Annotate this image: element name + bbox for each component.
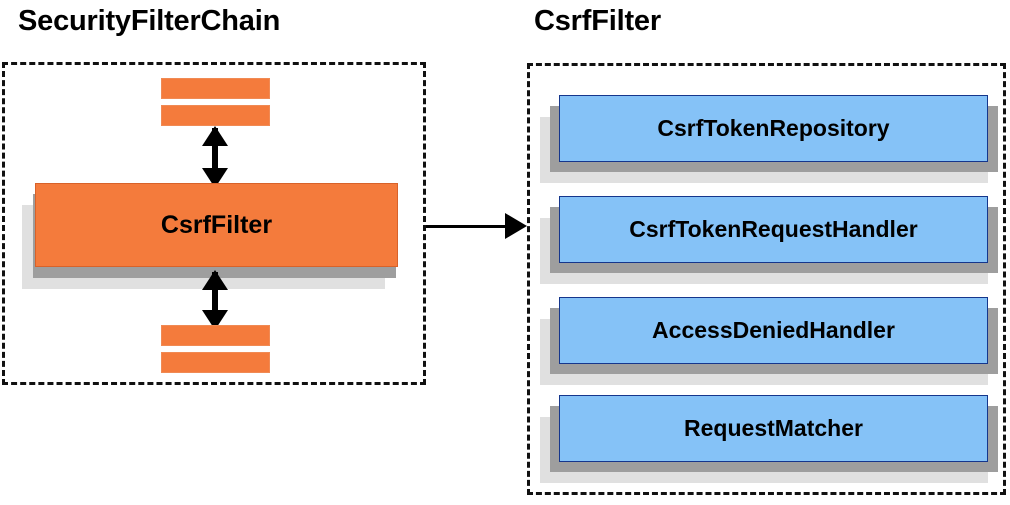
- component-box-accessdeniedhandler[interactable]: AccessDeniedHandler: [540, 297, 1008, 385]
- component-box-requestmatcher[interactable]: RequestMatcher: [540, 395, 1008, 483]
- arrow-head-up-below-csrffilter: [202, 270, 228, 290]
- left-panel-title: SecurityFilterChain: [18, 5, 281, 37]
- connector-arrow-shaft: [426, 225, 508, 228]
- right-panel-title: CsrfFilter: [534, 5, 661, 37]
- component-box-csrftokenrequesthandler[interactable]: CsrfTokenRequestHandler: [540, 196, 1008, 284]
- component-face[interactable]: CsrfTokenRepository: [559, 95, 988, 162]
- arrow-shaft-above-csrffilter: [212, 128, 218, 184]
- component-label: RequestMatcher: [684, 415, 863, 441]
- csrffilter-container: [527, 63, 1006, 495]
- filter-bar-bottom-1: [161, 325, 270, 346]
- filter-bar-top-2: [161, 105, 270, 126]
- csrffilter-label: CsrfFilter: [160, 210, 273, 239]
- component-face[interactable]: AccessDeniedHandler: [559, 297, 988, 364]
- arrow-shaft-below-csrffilter: [212, 272, 218, 328]
- component-label: AccessDeniedHandler: [652, 317, 895, 343]
- securityfilterchain-container: [2, 62, 426, 385]
- filter-bar-bottom-2: [161, 352, 270, 373]
- arrow-head-up-above-csrffilter: [202, 126, 228, 146]
- component-face[interactable]: CsrfTokenRequestHandler: [559, 196, 988, 263]
- component-box-csrftokenrepository[interactable]: CsrfTokenRepository: [540, 95, 1008, 183]
- component-label: CsrfTokenRepository: [657, 115, 890, 141]
- connector-arrow-head-right-icon: [505, 213, 527, 239]
- component-label: CsrfTokenRequestHandler: [629, 216, 918, 242]
- csrffilter-face[interactable]: CsrfFilter: [35, 183, 398, 267]
- component-face[interactable]: RequestMatcher: [559, 395, 988, 462]
- filter-bar-top-1: [161, 78, 270, 99]
